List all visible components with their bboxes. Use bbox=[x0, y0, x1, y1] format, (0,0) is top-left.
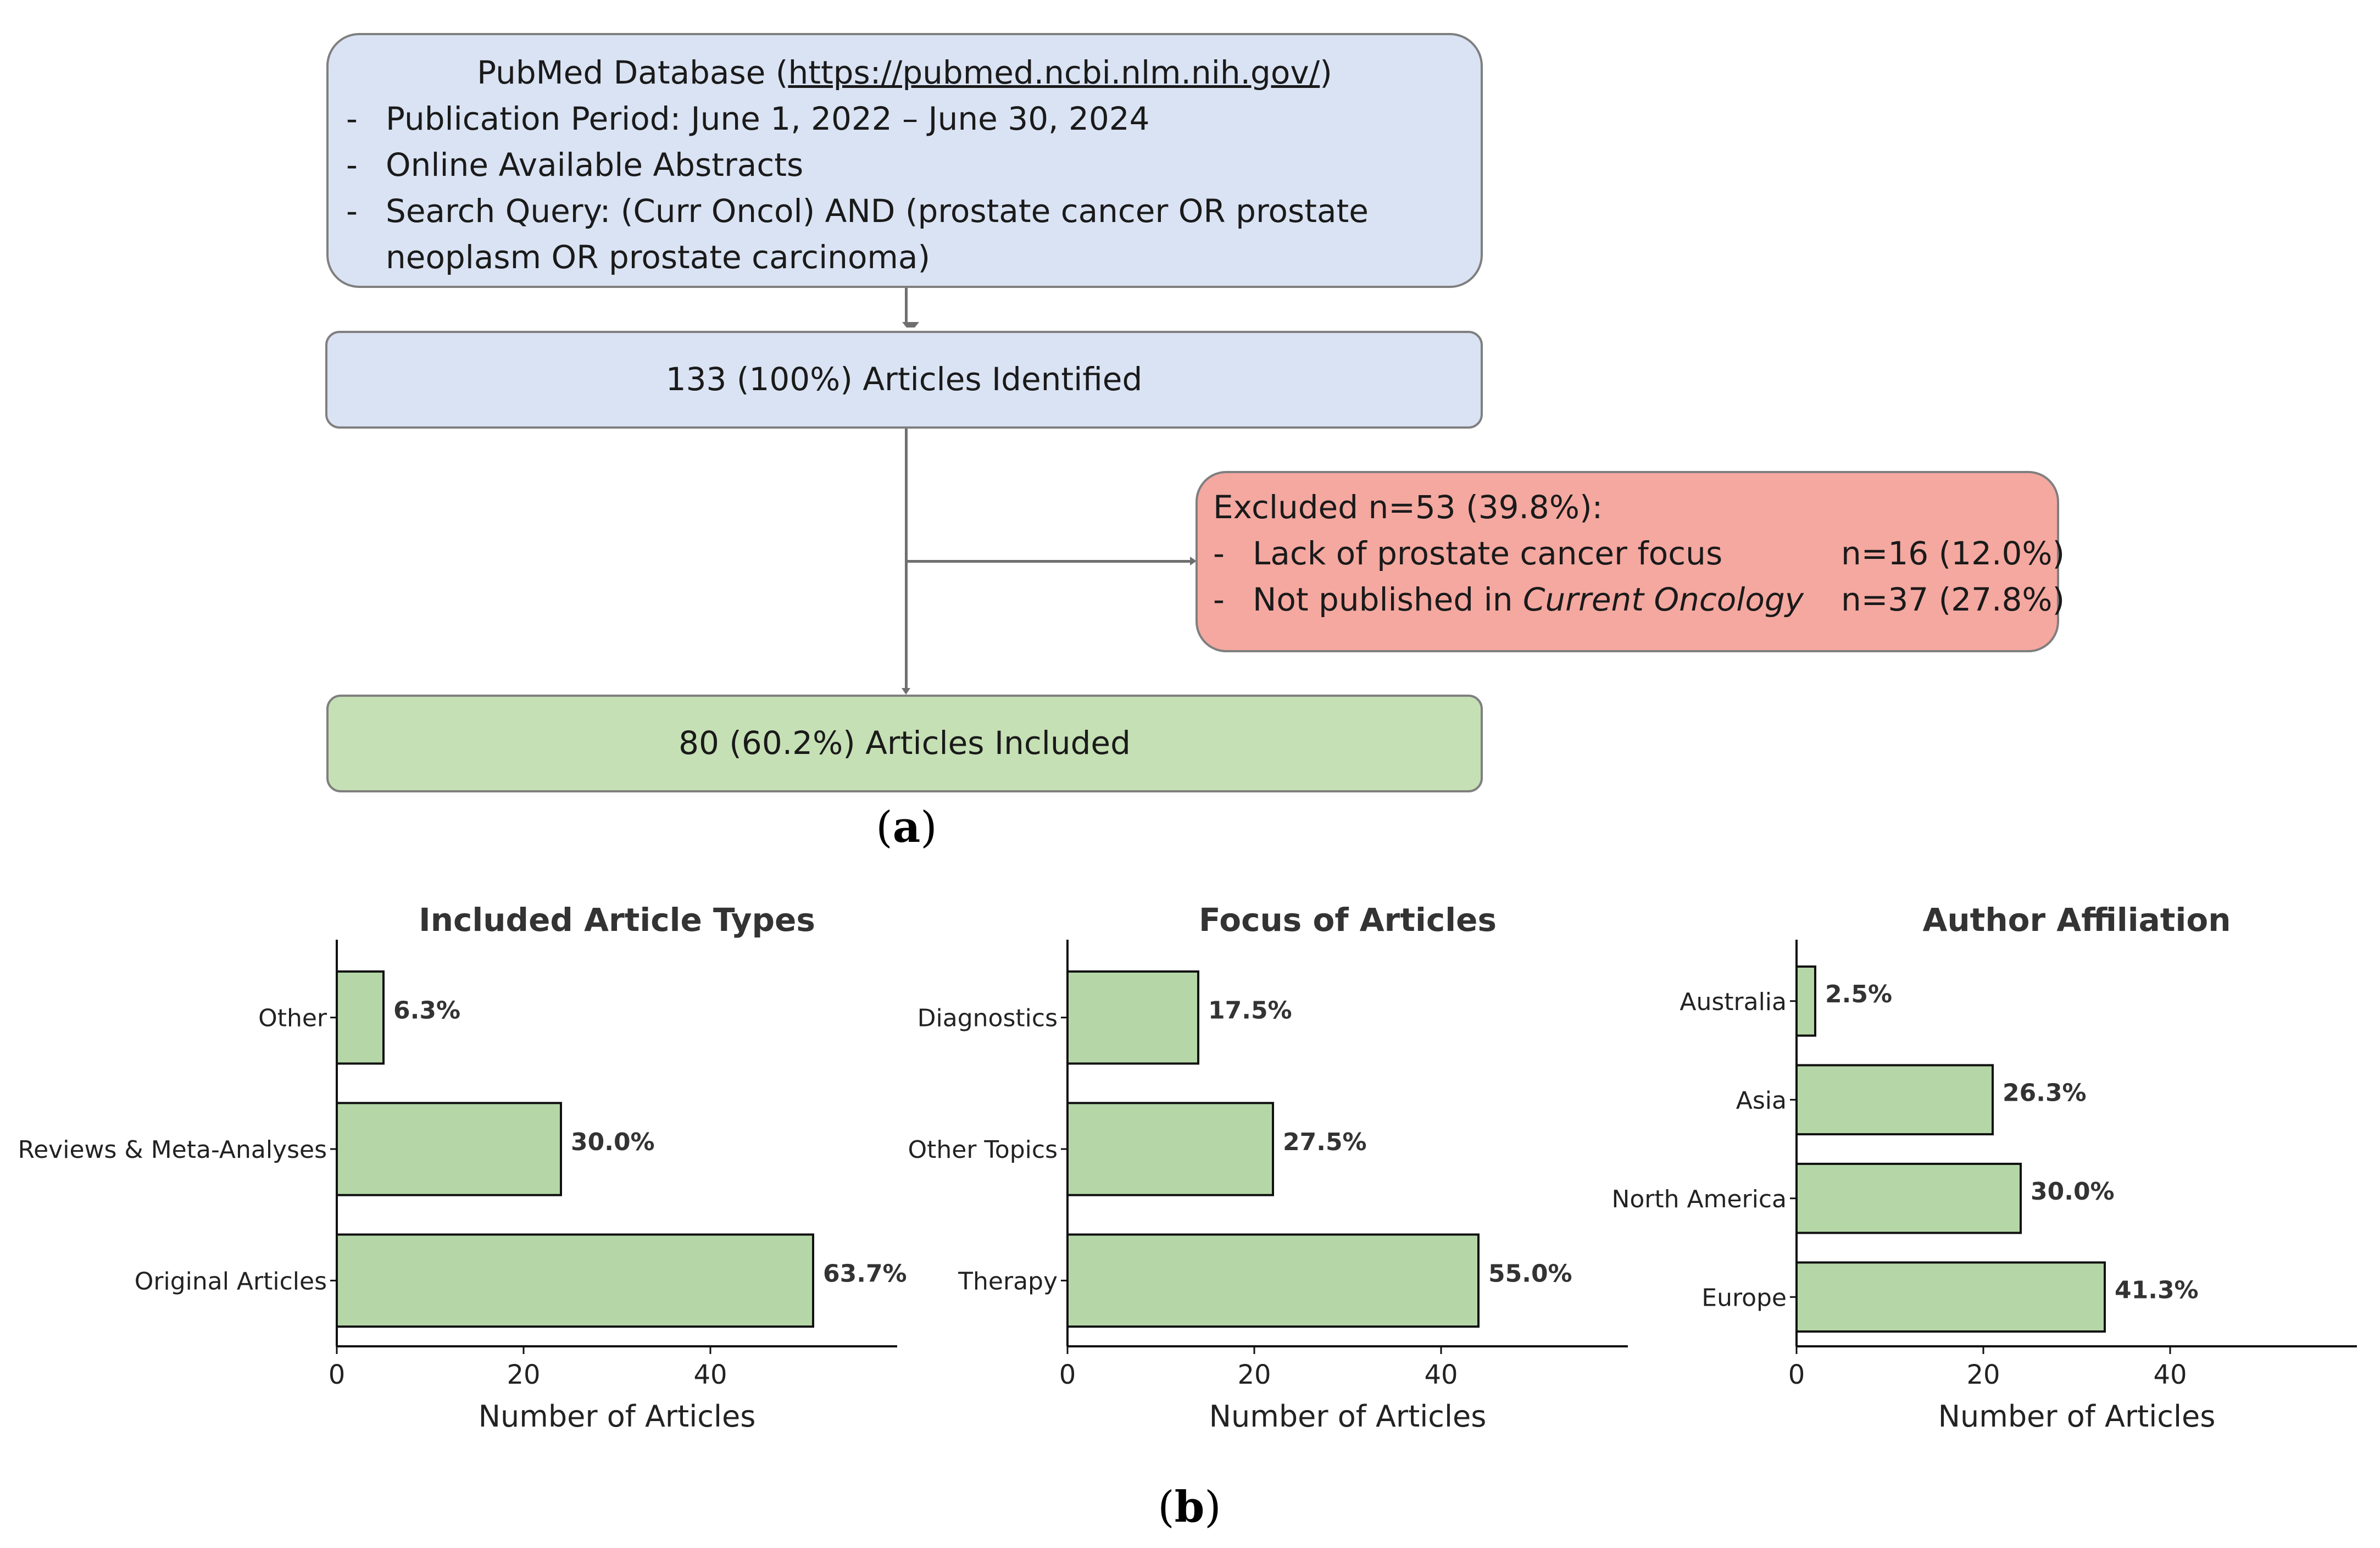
arrowhead-identified bbox=[902, 322, 919, 331]
x-tick-label: 20 bbox=[1966, 1360, 2000, 1390]
excluded-reason-prefix: Not published in bbox=[1253, 581, 1523, 618]
search-query-line1: Search Query: (Curr Oncol) AND (prostate… bbox=[386, 192, 1369, 230]
caption-letter: a bbox=[892, 802, 921, 852]
caption-letter: b bbox=[1174, 1482, 1205, 1532]
journal-name: Current Oncology bbox=[1522, 581, 1804, 618]
caption-close: ) bbox=[1204, 1483, 1221, 1532]
category-label: Therapy bbox=[958, 1267, 1058, 1295]
source-title-prefix: PubMed Database ( bbox=[477, 54, 788, 91]
caption-close: ) bbox=[920, 803, 937, 852]
x-axis-label: Number of Articles bbox=[1209, 1399, 1487, 1434]
excluded-title: Excluded n=53 (39.8%): bbox=[1213, 489, 1603, 526]
x-axis-label: Number of Articles bbox=[1938, 1399, 2216, 1434]
caption-b: (b) bbox=[1107, 1482, 1272, 1532]
category-label: Other bbox=[258, 1005, 327, 1033]
bar bbox=[336, 970, 385, 1065]
category-label: Diagnostics bbox=[917, 1005, 1058, 1033]
bar bbox=[1795, 1064, 1994, 1136]
connector-identified-to-included bbox=[905, 429, 908, 692]
x-tick-label: 20 bbox=[1237, 1360, 1271, 1390]
search-query-line2: neoplasm OR prostate carcinoma) bbox=[386, 238, 931, 276]
data-label: 30.0% bbox=[571, 1128, 655, 1156]
category-label: North America bbox=[1611, 1185, 1787, 1213]
included-text: 80 (60.2%) Articles Included bbox=[679, 724, 1131, 762]
data-label: 30.0% bbox=[2031, 1178, 2115, 1206]
bar bbox=[1795, 1261, 2106, 1333]
bar bbox=[336, 1102, 562, 1196]
bar bbox=[1066, 1233, 1480, 1328]
connector-to-excluded bbox=[907, 560, 1192, 563]
publication-period: Publication Period: June 1, 2022 – June … bbox=[386, 100, 1150, 137]
x-tick-label: 40 bbox=[1424, 1360, 1458, 1390]
excluded-count: n=16 (12.0%) bbox=[1841, 535, 2065, 572]
bar bbox=[1066, 970, 1199, 1065]
category-label: Asia bbox=[1736, 1086, 1787, 1114]
bar bbox=[336, 1233, 814, 1328]
included-box: 80 (60.2%) Articles Included bbox=[326, 695, 1483, 792]
category-label: Original Articles bbox=[135, 1267, 327, 1295]
data-label: 6.3% bbox=[393, 997, 460, 1025]
bar bbox=[1795, 965, 1816, 1037]
bullet-dash: - bbox=[346, 192, 358, 230]
bar bbox=[1795, 1162, 2022, 1234]
source-title-suffix: ) bbox=[1320, 54, 1332, 91]
identified-text: 133 (100%) Articles Identified bbox=[665, 360, 1143, 398]
source-title: PubMed Database (https://pubmed.ncbi.nlm… bbox=[329, 49, 1481, 96]
data-label: 26.3% bbox=[2003, 1079, 2087, 1107]
data-label: 55.0% bbox=[1488, 1260, 1572, 1288]
data-label: 41.3% bbox=[2115, 1276, 2199, 1304]
chart-title: Included Article Types bbox=[419, 901, 815, 939]
chart-title: Author Affiliation bbox=[1922, 901, 2231, 939]
category-label: Other Topics bbox=[908, 1136, 1058, 1164]
connector-source-to-identified bbox=[905, 287, 908, 325]
flowchart: PubMed Database (https://pubmed.ncbi.nlm… bbox=[325, 33, 2065, 852]
x-tick-label: 0 bbox=[329, 1360, 346, 1390]
excluded-reason: Lack of prostate cancer focus bbox=[1253, 535, 1723, 572]
caption-a: (a) bbox=[824, 802, 989, 852]
excluded-box: Excluded n=53 (39.8%): - Lack of prostat… bbox=[1195, 471, 2065, 652]
data-label: 27.5% bbox=[1283, 1128, 1367, 1156]
data-label: 17.5% bbox=[1208, 997, 1292, 1025]
category-label: Reviews & Meta-Analyses bbox=[18, 1136, 327, 1164]
bar bbox=[1066, 1102, 1274, 1196]
caption-open: ( bbox=[1158, 1483, 1175, 1532]
x-tick-label: 40 bbox=[2153, 1360, 2187, 1390]
data-label: 63.7% bbox=[823, 1260, 907, 1288]
x-tick-label: 0 bbox=[1788, 1360, 1805, 1390]
bullet-dash: - bbox=[1213, 581, 1225, 618]
bullet-dash: - bbox=[346, 100, 358, 137]
x-tick-label: 0 bbox=[1059, 1360, 1076, 1390]
x-tick-label: 20 bbox=[507, 1360, 540, 1390]
bullet-dash: - bbox=[346, 146, 358, 184]
source-box: PubMed Database (https://pubmed.ncbi.nlm… bbox=[326, 33, 1483, 288]
category-label: Europe bbox=[1701, 1284, 1787, 1312]
online-abstracts: Online Available Abstracts bbox=[386, 146, 804, 184]
arrowhead-included bbox=[902, 688, 910, 695]
arrowhead-excluded bbox=[1190, 557, 1197, 565]
bullet-dash: - bbox=[1213, 535, 1225, 572]
identified-box: 133 (100%) Articles Identified bbox=[325, 331, 1483, 429]
chart-title: Focus of Articles bbox=[1199, 901, 1497, 939]
caption-open: ( bbox=[876, 803, 893, 852]
excluded-reason: Not published in Current Oncology bbox=[1253, 576, 1804, 623]
pubmed-link[interactable]: https://pubmed.ncbi.nlm.nih.gov/ bbox=[788, 54, 1320, 91]
x-axis-label: Number of Articles bbox=[479, 1399, 756, 1434]
x-tick-label: 40 bbox=[693, 1360, 727, 1390]
excluded-count: n=37 (27.8%) bbox=[1841, 581, 2065, 618]
category-label: Australia bbox=[1680, 988, 1787, 1016]
data-label: 2.5% bbox=[1825, 980, 1892, 1008]
